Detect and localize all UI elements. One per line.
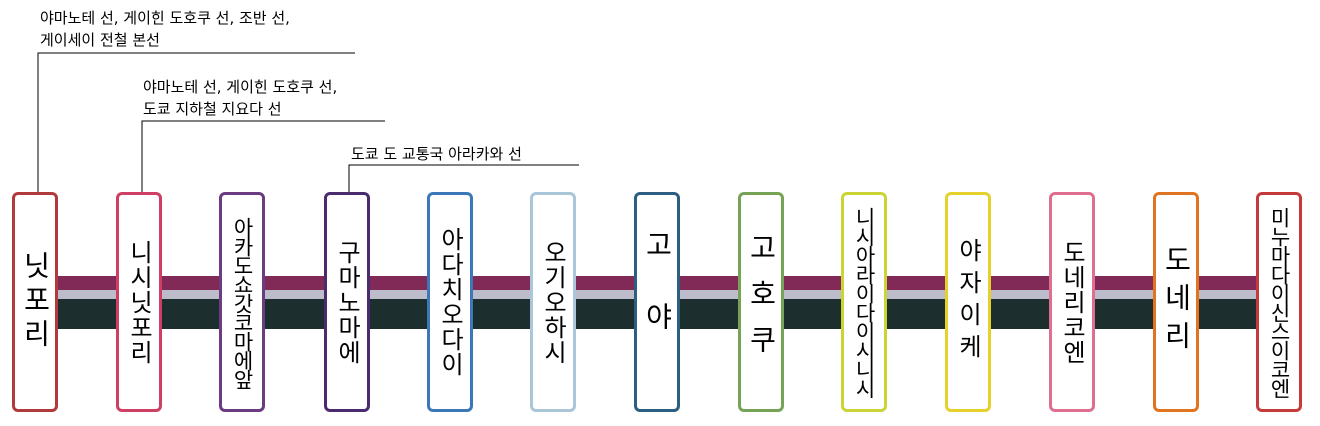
station-name: 니시닛포리 — [125, 239, 153, 365]
station-name: 야자이케 — [954, 238, 982, 366]
station-name: 구마노마에 — [333, 239, 361, 365]
transfer-text: 야마노테 선, 게이힌 도호쿠 선, 조반 선, — [40, 9, 290, 27]
station-nishiarai-daishi-nishi[interactable]: 니시아라이다이시니시 — [841, 192, 887, 412]
transfer-text: 야마노테 선, 게이힌 도호쿠 선, — [143, 78, 338, 96]
station-name: 닛포리 — [19, 251, 52, 353]
station-akado-shogakkomae[interactable]: 아카도쇼갓코마에앞 — [219, 192, 265, 412]
station-koya[interactable]: 고야 — [634, 192, 680, 412]
station-kumanomae[interactable]: 구마노마에 — [324, 192, 370, 412]
station-name: 도네리 — [1160, 245, 1193, 359]
transfer-text: 게이세이 전철 본선 — [40, 31, 160, 49]
station-name: 도네리코엔 — [1058, 239, 1086, 365]
transfer-label-nippori: 야마노테 선, 게이힌 도호쿠 선, 조반 선, 게이세이 전철 본선 — [40, 7, 290, 51]
station-name: 고호쿠 — [745, 233, 778, 371]
station-kohoku[interactable]: 고호쿠 — [738, 192, 784, 412]
station-ogi-ohashi[interactable]: 오기오하시 — [530, 192, 576, 412]
transfer-text: 도쿄 도 교통국 아라카와 선 — [351, 145, 522, 163]
station-adachi-odai[interactable]: 아다치오다이 — [427, 192, 473, 412]
transfer-text: 도쿄 지하철 지요다 선 — [143, 100, 282, 118]
station-name: 니시아라이다이시니시 — [852, 207, 877, 397]
station-name: 오기오하시 — [539, 239, 567, 365]
station-yazaike[interactable]: 야자이케 — [945, 192, 991, 412]
transfer-label-kumanomae: 도쿄 도 교통국 아라카와 선 — [351, 143, 522, 165]
station-name: 고야 — [641, 230, 674, 374]
transfer-leader-1 — [37, 52, 355, 192]
station-toneri-koen[interactable]: 도네리코엔 — [1049, 192, 1095, 412]
station-nippori[interactable]: 닛포리 — [12, 192, 58, 412]
station-name: 아다치오다이 — [436, 227, 464, 377]
transfer-leader-2 — [141, 120, 385, 192]
transfer-leader-3 — [348, 164, 579, 192]
station-name: 미누마다이신스이코엔 — [1267, 207, 1292, 397]
station-nishi-nippori[interactable]: 니시닛포리 — [116, 192, 162, 412]
station-toneri[interactable]: 도네리 — [1153, 192, 1199, 412]
station-minumadai-shinsui-koen[interactable]: 미누마다이신스이코엔 — [1256, 192, 1302, 412]
station-name: 아카도쇼갓코마에앞 — [230, 216, 255, 388]
transfer-label-nishi-nippori: 야마노테 선, 게이힌 도호쿠 선, 도쿄 지하철 지요다 선 — [143, 76, 337, 120]
